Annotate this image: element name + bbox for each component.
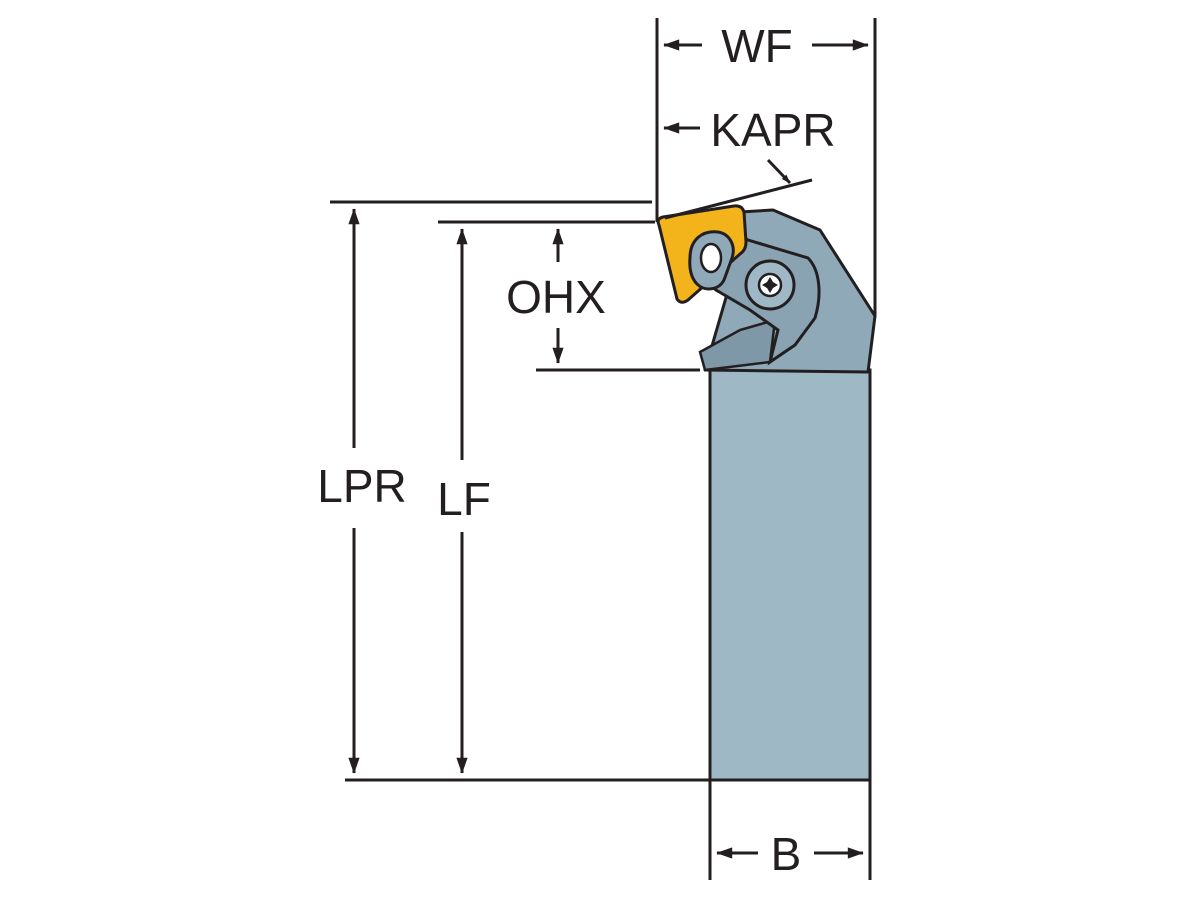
rhombic-insert-icon: [656, 204, 748, 304]
torx-screw-icon: [744, 259, 796, 311]
dimension-lines: [348, 39, 869, 859]
label-b: B: [771, 828, 802, 880]
label-lf: LF: [437, 473, 491, 525]
label-lpr: LPR: [317, 460, 406, 512]
tool-holder: [656, 204, 877, 782]
label-wf: WF: [721, 20, 793, 72]
label-kapr: KAPR: [710, 104, 835, 156]
dimension-labels: WF KAPR OHX LPR LF B: [317, 20, 835, 880]
holder-shank: [708, 368, 872, 782]
kapr-angle-arrow: [766, 158, 792, 185]
extension-lines: [330, 18, 877, 880]
holder-chamfer-facet: [698, 318, 777, 372]
label-ohx: OHX: [506, 271, 606, 323]
